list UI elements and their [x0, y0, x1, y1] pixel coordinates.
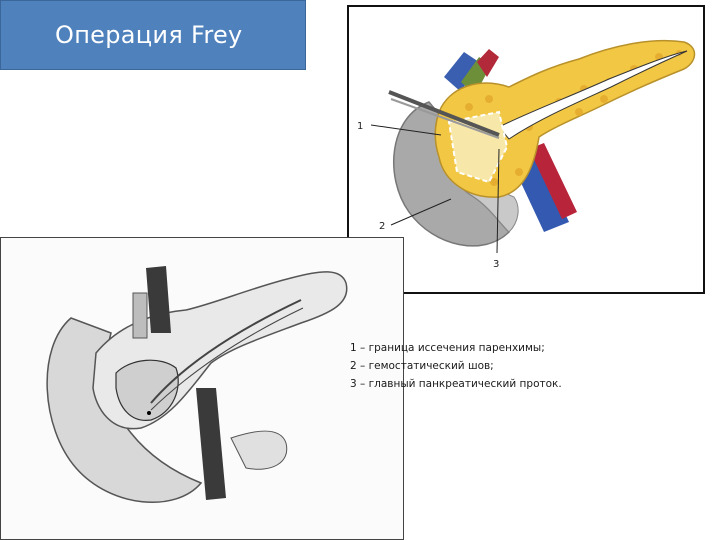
legend-item: 3 – главный панкреатический проток. — [350, 375, 600, 393]
figure-label-1: 1 — [357, 121, 363, 132]
figure-legend: 1 – граница иссечения паренхимы; 2 – гем… — [350, 339, 600, 393]
figure-label-3: 3 — [493, 259, 499, 270]
figure-label-2: 2 — [379, 221, 385, 232]
slide-title-box: Операция Frey — [0, 0, 306, 70]
legend-item: 2 – гемостатический шов; — [350, 357, 600, 375]
pancreas-diagram-svg — [1, 238, 403, 539]
pancreas-diagram — [0, 237, 404, 540]
slide-title: Операция Frey — [55, 21, 243, 49]
legend-item: 1 – граница иссечения паренхимы; — [350, 339, 600, 357]
